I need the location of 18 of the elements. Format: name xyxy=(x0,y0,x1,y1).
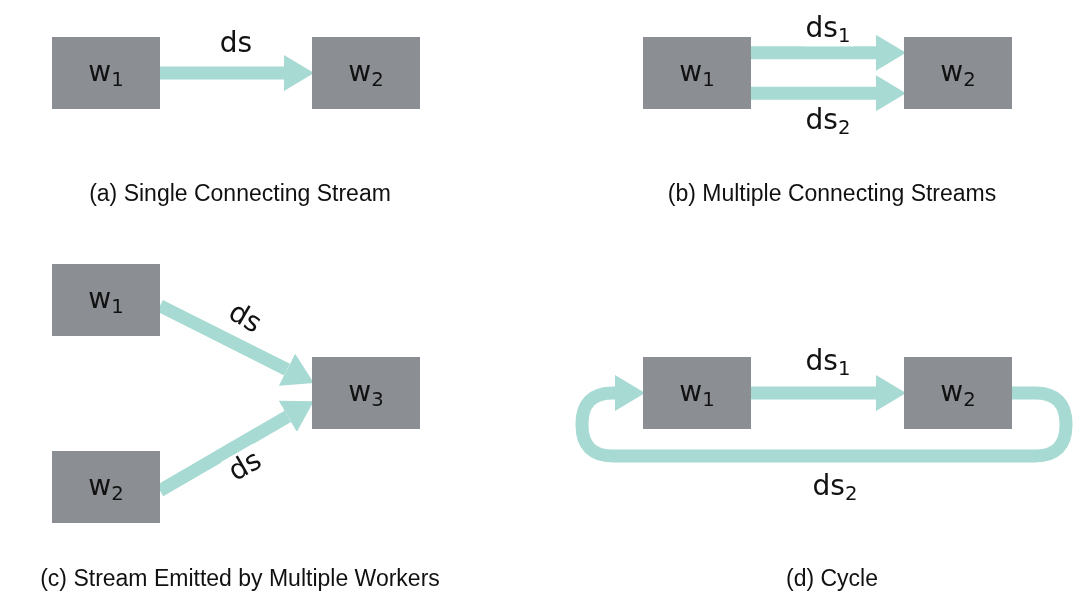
worker-box: w$_{2}$ xyxy=(312,37,420,109)
worker-box: w$_{1}$ xyxy=(643,37,751,109)
arrow xyxy=(751,75,906,112)
arrow xyxy=(751,34,906,71)
arrow xyxy=(160,55,314,91)
worker-box: w$_{1}$ xyxy=(52,264,160,336)
worker-box: w$_{1}$ xyxy=(643,357,751,429)
caption: (b) Multiple Connecting Streams xyxy=(667,180,997,207)
caption: (a) Single Connecting Stream xyxy=(89,180,391,207)
worker-box: w$_{2}$ xyxy=(904,37,1012,109)
caption: (c) Stream Emitted by Multiple Workers xyxy=(40,565,440,592)
arrow xyxy=(751,375,906,411)
edge-label: ds$_{1}$ xyxy=(802,13,854,47)
worker-box: w$_{2}$ xyxy=(52,451,160,523)
worker-box: w$_{3}$ xyxy=(312,357,420,429)
caption: (d) Cycle xyxy=(786,565,878,592)
worker-box: w$_{1}$ xyxy=(52,37,160,109)
worker-box: w$_{2}$ xyxy=(904,357,1012,429)
